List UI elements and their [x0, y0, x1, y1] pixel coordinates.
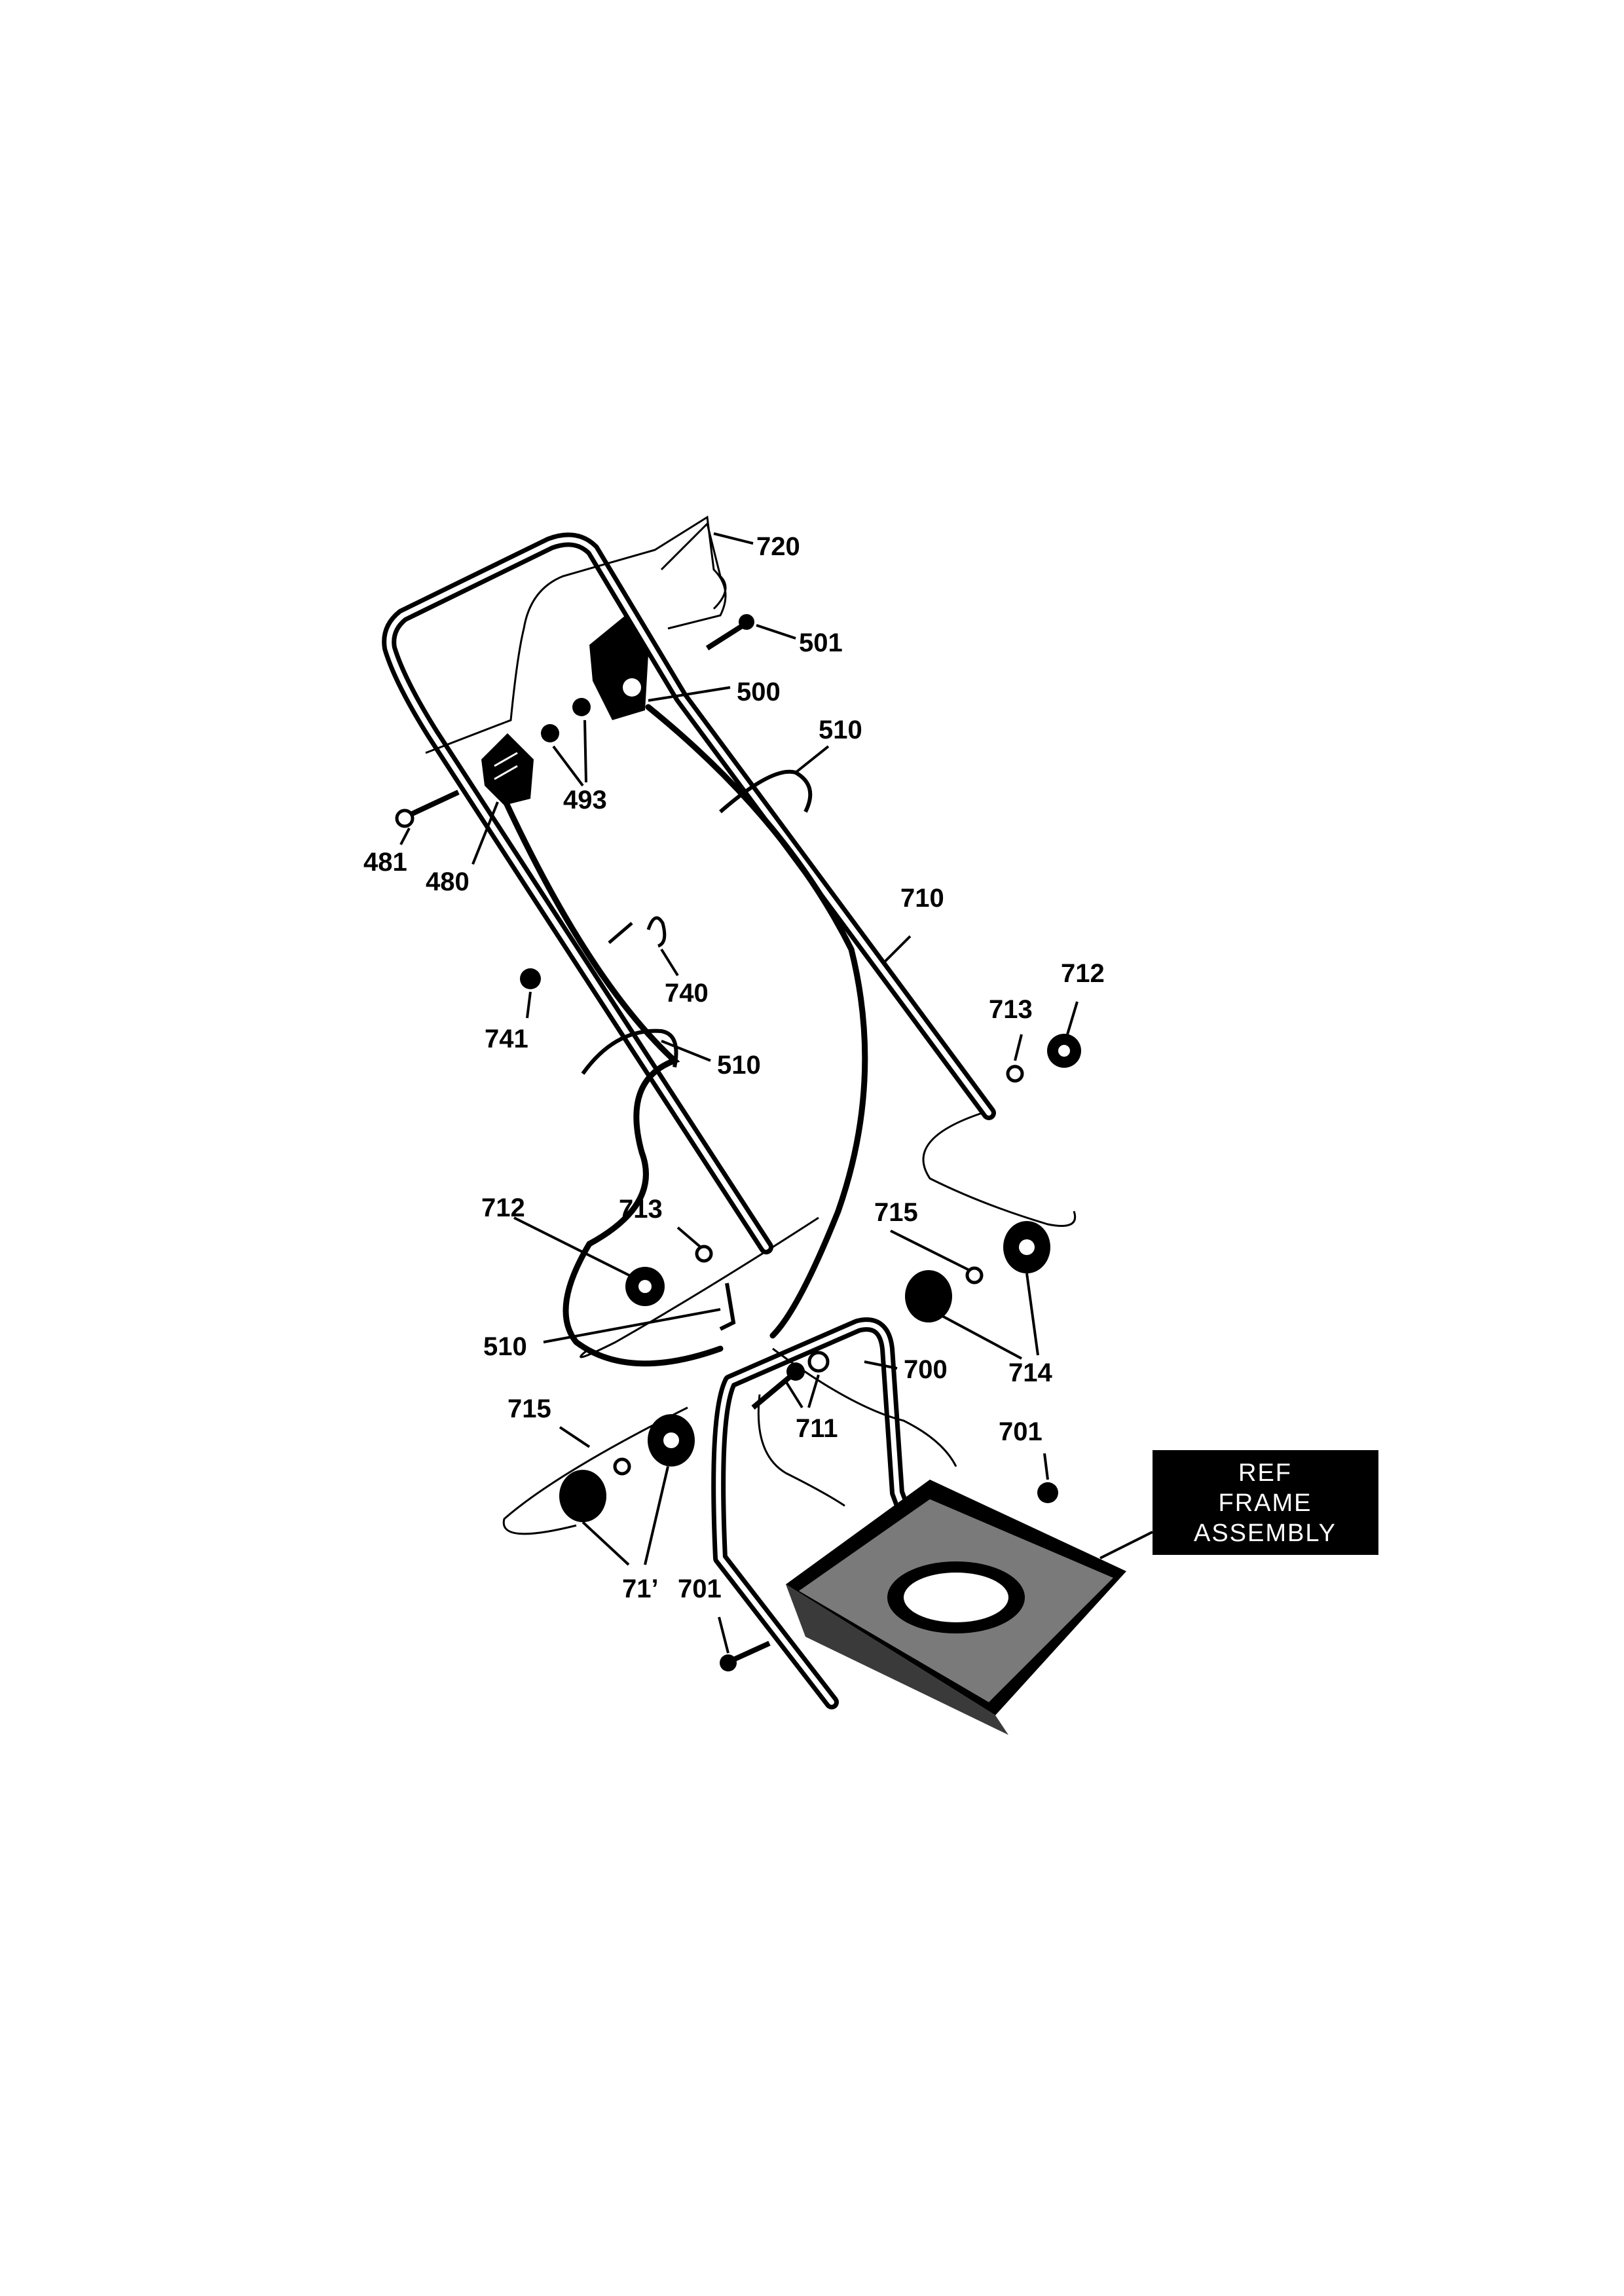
label-740: 740	[665, 979, 709, 1008]
part-493-nut-a	[541, 724, 559, 742]
label-701-right: 701	[999, 1417, 1043, 1446]
label-712-upper: 712	[1061, 959, 1105, 988]
part-714-hub	[1019, 1239, 1035, 1255]
ref-box-line-3: ASSEMBLY	[1194, 1520, 1337, 1547]
leader-lines	[399, 532, 1153, 1654]
ref-box-line-1: REF	[1238, 1459, 1292, 1487]
part-701-bolt-left	[720, 1641, 771, 1671]
part-510-clip-a	[719, 769, 813, 814]
cable-710-wire	[922, 1112, 1076, 1227]
part-500-control	[589, 615, 648, 720]
part-501-bolt	[705, 614, 754, 651]
label-715-left: 715	[507, 1394, 551, 1423]
part-715-washer-right	[965, 1266, 984, 1285]
part-510-clip-c	[719, 1283, 736, 1331]
callout-labels: 720 501 500 510 493 481 480 710 712 713 …	[363, 532, 1105, 1603]
part-493-nut-b	[572, 698, 591, 716]
part-714-spacer-left-b	[559, 1470, 606, 1522]
label-741: 741	[485, 1025, 528, 1053]
label-710: 710	[900, 884, 944, 913]
lower-handle	[711, 1317, 924, 1709]
label-720: 720	[756, 532, 800, 561]
label-711: 711	[796, 1414, 838, 1443]
label-480: 480	[426, 867, 470, 896]
part-480-control	[481, 733, 534, 805]
part-481-bolt	[395, 790, 460, 828]
part-701-bolt-right	[1037, 1482, 1058, 1503]
ref-frame-assembly-box: REF FRAME ASSEMBLY	[1153, 1450, 1378, 1555]
label-510-c: 510	[483, 1332, 527, 1361]
label-510-b: 510	[717, 1051, 761, 1080]
axle-ellipse-lower	[502, 1406, 688, 1535]
label-714-left: 71’	[622, 1575, 659, 1603]
label-715-right: 715	[874, 1198, 918, 1227]
part-720-bracket	[660, 522, 727, 610]
label-712-lower: 712	[481, 1194, 525, 1222]
part-713-washer-upper	[1006, 1065, 1024, 1083]
label-700: 700	[904, 1355, 948, 1384]
label-500: 500	[737, 678, 781, 706]
part-741-nut	[520, 968, 541, 989]
frame-assembly	[786, 1480, 1126, 1735]
part-715-washer-left	[613, 1457, 631, 1476]
handle-crossbar	[425, 515, 727, 754]
part-740-spring	[608, 916, 667, 948]
label-493: 493	[563, 786, 607, 814]
label-701-left: 701	[678, 1575, 722, 1603]
label-481: 481	[363, 848, 407, 877]
upper-handle	[382, 532, 996, 1254]
control-cable-left	[501, 795, 724, 1367]
part-711-bolts	[751, 1351, 830, 1410]
cable-700	[757, 1347, 957, 1507]
label-510-a: 510	[819, 716, 862, 744]
part-714-spacer-right-b	[905, 1270, 952, 1322]
part-714-spacer-left-a	[648, 1414, 695, 1467]
part-713-washer-lower	[695, 1245, 713, 1263]
control-cable-right	[645, 704, 868, 1339]
ref-box-line-2: FRAME	[1219, 1489, 1312, 1517]
part-712-knob-upper	[1047, 1034, 1081, 1068]
part-712-knob-lower	[625, 1267, 665, 1306]
label-713-upper: 713	[989, 995, 1033, 1024]
label-501: 501	[799, 629, 843, 657]
label-713-lower: 713	[619, 1195, 663, 1224]
axle-ellipse-upper	[580, 1216, 819, 1358]
label-714-right: 714	[1008, 1358, 1052, 1387]
